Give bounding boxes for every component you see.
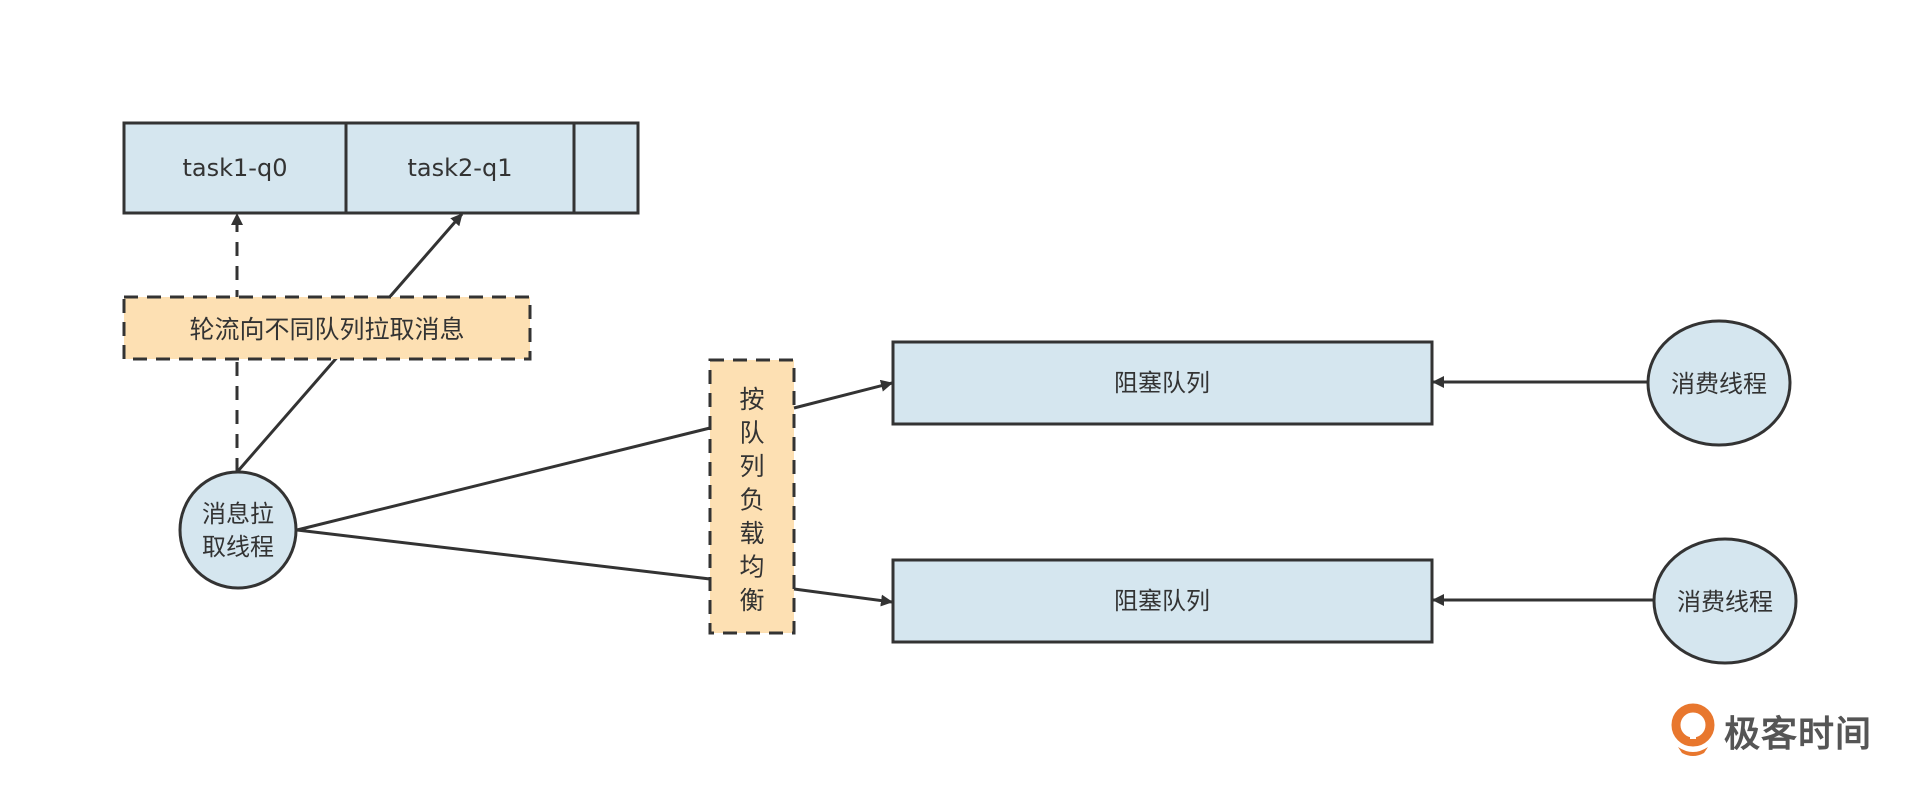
puller-thread-label-line2: 取线程 <box>202 533 274 561</box>
task-queue-cell-2 <box>344 121 576 215</box>
line-puller-to-balance-upper <box>296 426 711 532</box>
consumer-thread-1-label: 消费线程 <box>1671 370 1767 398</box>
blocking-queue-1-label: 阻塞队列 <box>1114 369 1210 397</box>
line-puller-to-balance-lower <box>296 528 711 581</box>
task-queue-cell-1 <box>122 121 348 215</box>
load-balance-note-char: 列 <box>739 452 764 481</box>
load-balance-note-char: 均 <box>739 553 764 582</box>
blocking-queue-2-label: 阻塞队列 <box>1114 587 1210 615</box>
puller-thread-node: 消息拉 取线程 <box>178 470 298 590</box>
arrow-to-blocking-queue-2 <box>793 587 893 607</box>
load-balance-note-char: 载 <box>739 519 764 548</box>
blocking-queue-2: 阻塞队列 <box>891 558 1434 644</box>
task-queue-cell-2-label: task2-q1 <box>408 154 513 182</box>
consumer-thread-1: 消费线程 <box>1646 319 1792 447</box>
geektime-logo: 极客时间 <box>1668 702 1872 760</box>
consumer-thread-2-label: 消费线程 <box>1677 588 1773 616</box>
consumer-thread-2: 消费线程 <box>1652 537 1798 665</box>
load-balance-note-char: 按 <box>739 385 764 414</box>
arrow-to-blocking-queue-1 <box>793 379 893 410</box>
puller-thread-label-line1: 消息拉 <box>202 500 274 528</box>
task-queue: task1-q0 task2-q1 <box>122 121 640 215</box>
load-balance-note-char: 衡 <box>739 586 764 615</box>
task-queue-cell-1-label: task1-q0 <box>183 154 288 182</box>
round-robin-note-label: 轮流向不同队列拉取消息 <box>189 315 464 344</box>
round-robin-note: 轮流向不同队列拉取消息 <box>122 295 532 361</box>
load-balance-note-char: 队 <box>739 419 764 448</box>
geektime-logo-text: 极客时间 <box>1724 714 1873 755</box>
load-balance-note-char: 负 <box>739 486 764 515</box>
blocking-queue-1: 阻塞队列 <box>891 340 1434 426</box>
task-queue-cell-3 <box>572 121 640 215</box>
geektime-logo-icon <box>1671 703 1715 756</box>
